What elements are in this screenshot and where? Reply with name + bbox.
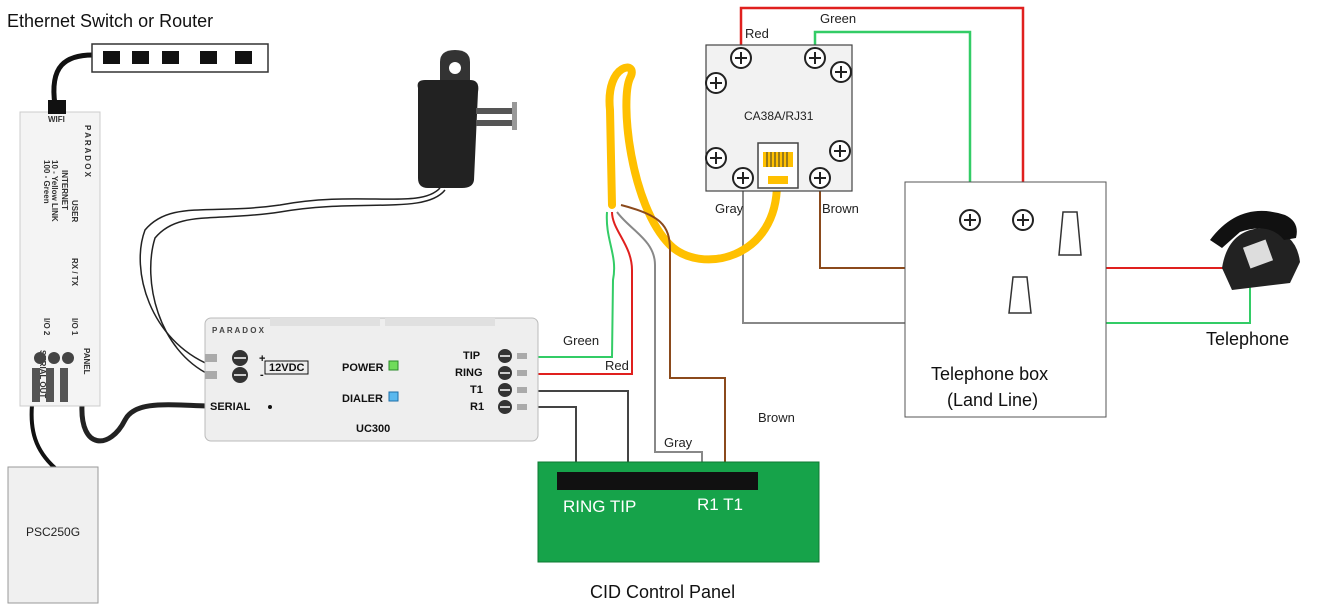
label-red-mid: Red xyxy=(605,358,629,373)
ip-module-internet: INTERNET xyxy=(60,170,69,210)
label-green-mid: Green xyxy=(563,333,599,348)
cid-terminal-strip xyxy=(557,472,758,490)
cid-left-terminals: RING TIP xyxy=(563,497,636,516)
ip-module-serial-out: SERIAL OUT xyxy=(38,350,47,398)
cid-right-terminals: R1 T1 xyxy=(697,495,743,514)
wire-green-mid xyxy=(527,211,616,358)
wire-r1 xyxy=(527,406,577,478)
uc300-name: UC300 xyxy=(356,423,390,435)
power-adapter-cable xyxy=(139,187,441,366)
label-green-top: Green xyxy=(820,11,856,26)
psc250g-box xyxy=(7,466,99,604)
uc300-t1: T1 xyxy=(470,384,483,396)
ip-module-user: USER xyxy=(70,200,79,222)
wire-gray-low xyxy=(616,211,703,478)
uc300-plus: + xyxy=(259,353,265,365)
uc300-dialer-led-label: DIALER xyxy=(342,393,383,405)
psc-cable xyxy=(29,404,57,470)
rj31-label: CA38A/RJ31 xyxy=(744,109,814,123)
ethernet-switch xyxy=(91,43,269,73)
label-red-top: Red xyxy=(745,26,769,41)
uc300-ring: RING xyxy=(455,367,483,379)
cid-label: CID Control Panel xyxy=(590,582,735,602)
label-brown-mid: Brown xyxy=(758,410,795,425)
telephone-label: Telephone xyxy=(1206,329,1289,349)
uc300-tip: TIP xyxy=(463,350,480,362)
label-brown-jack: Brown xyxy=(822,201,859,216)
ip-module-panel: PANEL xyxy=(82,348,91,375)
uc300-minus: - xyxy=(260,369,264,381)
switch-label: Ethernet Switch or Router xyxy=(7,11,213,31)
ip-module: WIFI P A R A D O X USER INTERNET 10 - Ye… xyxy=(19,100,101,407)
serial-cable xyxy=(79,402,208,444)
ip-module-link: 10 - Yellow LINK xyxy=(50,160,59,222)
telephone-icon xyxy=(1210,210,1300,290)
uc300-12vdc: 12VDC xyxy=(269,362,305,374)
jack-screws xyxy=(705,47,852,189)
ip-module-io1: I/O 1 xyxy=(70,318,79,336)
rj31-jack xyxy=(705,44,853,192)
uc300-r1: R1 xyxy=(470,401,484,413)
telbox-line2: (Land Line) xyxy=(947,390,1038,410)
psc250g-label: PSC250G xyxy=(26,525,80,539)
wire-brown-mid xyxy=(620,204,726,478)
uc300-power-led-label: POWER xyxy=(342,362,384,374)
power-led xyxy=(388,360,399,371)
label-gray-low: Gray xyxy=(664,435,693,450)
dialer-led xyxy=(388,391,399,402)
ip-module-wifi: WIFI xyxy=(48,115,65,124)
uc300-serial-label: SERIAL xyxy=(210,401,251,413)
wire-nuts xyxy=(1008,211,1082,314)
ip-module-rxtx: RX / TX xyxy=(70,258,79,287)
label-gray-jack: Gray xyxy=(715,201,744,216)
uc300-brand: P A R A D O X xyxy=(212,326,265,335)
ip-module-link2: 100 - Green xyxy=(42,160,51,204)
ethernet-port xyxy=(48,100,66,114)
telbox-screws xyxy=(959,209,1034,231)
wire-t1 xyxy=(527,390,629,478)
telbox-line1: Telephone box xyxy=(931,364,1048,384)
ip-module-brand: P A R A D O X xyxy=(83,125,92,178)
uc300-device: P A R A D O X + - 12VDC POWER DIALER SER… xyxy=(204,317,539,442)
rj31-cable xyxy=(605,63,782,264)
power-adapter xyxy=(417,50,517,188)
wire-red-mid xyxy=(527,211,633,375)
wire-red-top xyxy=(739,6,1025,218)
ip-module-io2: I/O 2 xyxy=(42,318,51,336)
